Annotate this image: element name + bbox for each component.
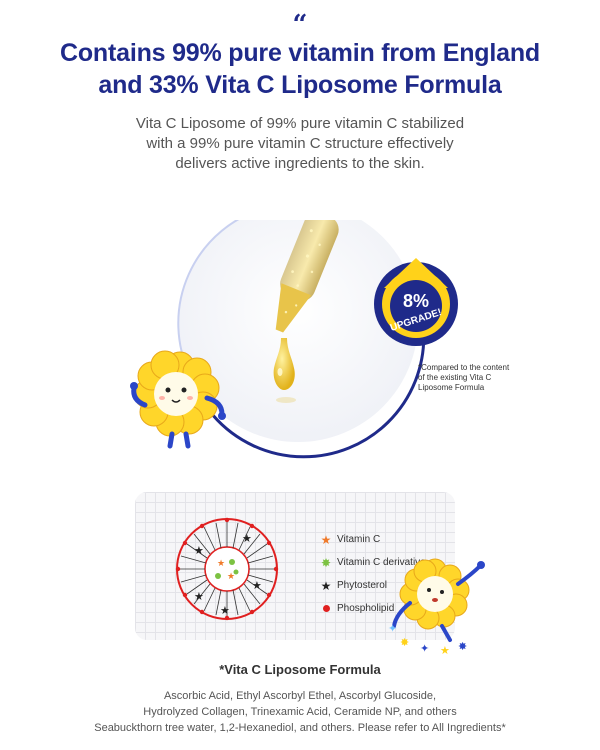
subtitle-line-2: with a 99% pure vitamin C structure effe… (146, 135, 454, 152)
subtitle-line-3: delivers active ingredients to the skin. (175, 155, 425, 172)
svg-text:★: ★ (227, 571, 235, 581)
legend-label: Vitamin C (337, 534, 381, 545)
svg-text:✦: ✦ (388, 623, 397, 635)
splat-icon: ✸ (320, 555, 332, 570)
title-line-1: Contains 99% pure vitamin from England (60, 39, 540, 67)
legend-label: Phytosterol (337, 580, 388, 591)
legend-item-vitamin-c: ★ Vitamin C (318, 528, 426, 551)
svg-text:★: ★ (217, 558, 225, 568)
legend-label: Phospholipid (337, 603, 395, 614)
footnote-line-3: Liposome Formula (418, 383, 485, 392)
ingredients-line-2: Hydrolyzed Collagen, Trinexamic Acid, Ce… (143, 706, 457, 718)
hero-illustration (130, 220, 458, 459)
footnote-line-2: of the existing Vita C (418, 373, 492, 382)
svg-text:✸: ✸ (458, 641, 467, 653)
comparison-footnote: *Compared to the content of the existing… (418, 363, 548, 393)
serum-drop-icon (273, 338, 296, 403)
ingredients-line-1: Ascorbic Acid, Ethyl Ascorbyl Ethel, Asc… (163, 690, 437, 702)
svg-text:✸: ✸ (400, 637, 409, 649)
upgrade-badge (374, 258, 458, 346)
badge-percent: 8% (402, 291, 429, 311)
dropper-icon (275, 220, 339, 333)
diagram-legend: ★ Vitamin C ✸ Vitamin C derivative ★ Phy… (318, 528, 426, 620)
subtitle-line-1: Vita C Liposome of 99% pure vitamin C st… (135, 115, 465, 132)
legend-label: Vitamin C derivative (337, 557, 426, 568)
sun-mascot-icon (130, 350, 226, 449)
quote-mark: “ (292, 10, 308, 40)
svg-text:★: ★ (242, 533, 252, 545)
liposome-diagram: ★ ★ ★ ★ ★ ★ ★ (175, 517, 279, 621)
svg-text:★: ★ (220, 605, 230, 617)
svg-text:★: ★ (194, 545, 204, 557)
footnote-line-1: *Compared to the content (418, 363, 510, 372)
svg-text:★: ★ (194, 591, 204, 603)
title-line-2: and 33% Vita C Liposome Formula (98, 71, 502, 99)
dot-icon (318, 605, 334, 612)
star-icon: ★ (320, 578, 332, 593)
legend-item-phytosterol: ★ Phytosterol (318, 574, 426, 597)
svg-text:★: ★ (440, 645, 450, 657)
formula-title: *Vita C Liposome Formula (219, 662, 381, 677)
ingredients-line-3: Seabuckthorn tree water, 1,2-Hexanediol,… (94, 722, 506, 734)
ingredients-list: Ascorbic Acid, Ethyl Ascorbyl Ethel, Asc… (0, 688, 600, 736)
star-icon: ★ (320, 532, 332, 547)
liposome-diagram-card (135, 492, 455, 640)
page-subtitle: Vita C Liposome of 99% pure vitamin C st… (0, 114, 600, 174)
svg-text:★: ★ (252, 580, 262, 592)
svg-text:✦: ✦ (420, 643, 429, 655)
flying-mascot-icon: ✸ ✦ ★ ✸ ✦ (388, 558, 485, 657)
legend-item-vitamin-c-derivative: ✸ Vitamin C derivative (318, 551, 426, 574)
legend-item-phospholipid: Phospholipid (318, 597, 426, 620)
page-title: Contains 99% pure vitamin from England a… (0, 37, 600, 101)
